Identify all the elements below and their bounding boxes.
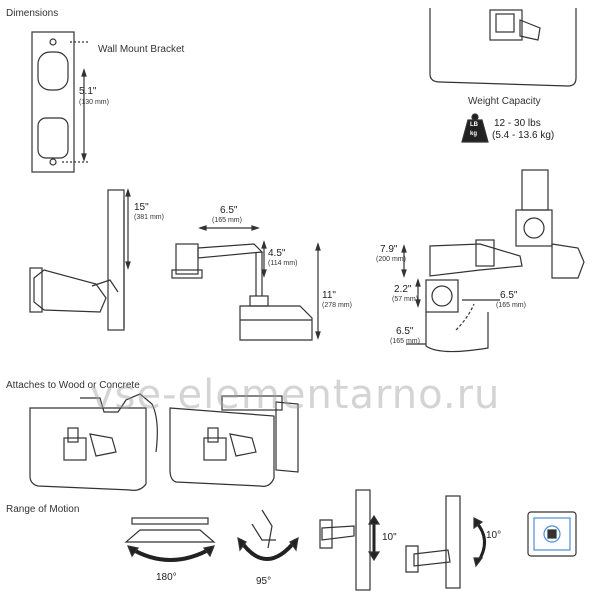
watermark-text: vse-elementarno.ru <box>90 372 501 418</box>
range-lift-drawing <box>319 489 381 591</box>
weight-badge-icon <box>461 113 489 143</box>
side-height-mm: (381 mm) <box>134 214 164 221</box>
arm-height1-mm: (114 mm) <box>268 260 298 267</box>
weight-kg: (5.4 - 13.6 kg) <box>492 130 555 141</box>
bracket-title: Wall Mount Bracket <box>98 44 185 55</box>
wall-bracket-drawing <box>31 31 88 173</box>
range-rotate-screen-drawing <box>527 511 577 557</box>
arm-width-in: 6.5" <box>220 205 238 216</box>
range-tilt-drawing <box>405 495 486 589</box>
bracket-height-mm: (130 mm) <box>79 99 109 106</box>
top-dim-b-in: 2.2" <box>394 284 412 295</box>
arm-view-drawing <box>171 225 321 341</box>
arm-height2-mm: (278 mm) <box>322 302 352 309</box>
attach-concrete-drawing <box>169 395 299 487</box>
arm-width-mm: (165 mm) <box>212 217 242 224</box>
attach-wood-drawing <box>29 393 158 491</box>
top-dim-b-mm: (57 mm) <box>392 296 419 303</box>
section-range-label: Range of Motion <box>6 504 80 515</box>
top-dim-d-mm: (165 mm) <box>390 338 420 345</box>
section-attaches-label: Attaches to Wood or Concrete <box>6 380 140 391</box>
top-view-drawing <box>401 169 585 353</box>
top-dim-a-in: 7.9" <box>380 244 398 255</box>
arm-height1-in: 4.5" <box>268 248 286 259</box>
top-dim-c-mm: (165 mm) <box>496 302 526 309</box>
range-rotate-180-drawing <box>124 517 216 562</box>
weight-badge-bottom: kg <box>470 131 478 137</box>
motion-lift-label: 10" <box>382 532 397 543</box>
arm-height2-in: 11" <box>322 290 336 301</box>
top-dim-c-in: 6.5" <box>500 290 518 301</box>
top-monitor-drawing <box>429 8 577 87</box>
section-dimensions-label: Dimensions <box>6 8 59 19</box>
top-dim-d-in: 6.5" <box>396 326 414 337</box>
motion-rotate-180-label: 180° <box>156 572 177 583</box>
motion-tilt-label: 10° <box>486 530 502 541</box>
side-height-in: 15" <box>134 202 149 213</box>
motion-rotate-95-label: 95° <box>256 576 272 587</box>
weight-lbs: 12 - 30 lbs <box>494 118 541 129</box>
bracket-height-in: 5.1" <box>79 86 97 97</box>
side-view-drawing <box>29 188 131 331</box>
weight-title: Weight Capacity <box>468 96 541 107</box>
range-rotate-95-drawing <box>237 509 299 561</box>
top-dim-a-mm: (200 mm) <box>376 256 406 263</box>
weight-badge-top: LB <box>470 122 478 128</box>
